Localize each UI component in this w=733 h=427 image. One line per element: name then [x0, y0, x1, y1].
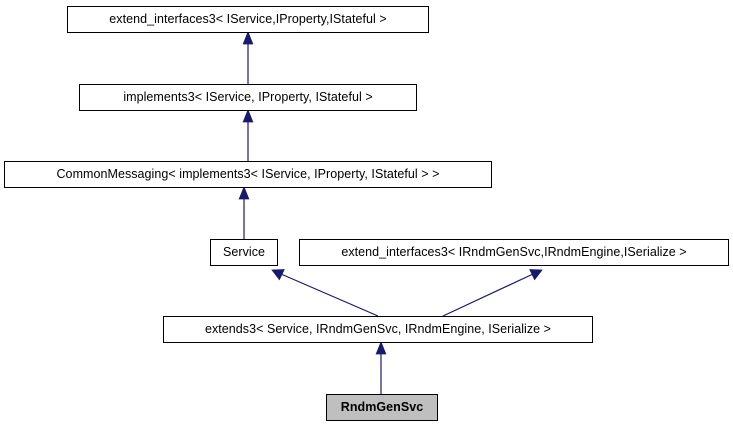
edge-implements3-to-extend-interfaces3-service	[242, 30, 254, 84]
edge-commonmessaging-to-implements3	[242, 108, 254, 161]
edge-extends3-to-extend-interfaces3-rndm	[442, 269, 543, 317]
node-extends3[interactable]: extends3< Service, IRndmGenSvc, IRndmEng…	[163, 316, 593, 343]
node-service[interactable]: Service	[210, 239, 278, 266]
node-label: CommonMessaging< implements3< IService, …	[56, 167, 440, 182]
node-label: Service	[222, 245, 266, 260]
node-label: RndmGenSvc	[340, 400, 424, 415]
node-label: extend_interfaces3< IService,IProperty,I…	[109, 12, 387, 27]
node-implements3[interactable]: implements3< IService, IProperty, IState…	[79, 84, 417, 111]
node-extend-interfaces3-rndm[interactable]: extend_interfaces3< IRndmGenSvc,IRndmEng…	[299, 239, 729, 266]
edge-rndmgensvc-to-extends3	[375, 340, 387, 394]
node-rndmgensvc[interactable]: RndmGenSvc	[326, 394, 438, 421]
edge-service-to-commonmessaging	[238, 185, 250, 239]
node-label: extends3< Service, IRndmGenSvc, IRndmEng…	[204, 322, 552, 337]
node-label: extend_interfaces3< IRndmGenSvc,IRndmEng…	[341, 245, 687, 260]
node-label: implements3< IService, IProperty, IState…	[123, 90, 373, 105]
edge-extends3-to-service	[271, 269, 379, 317]
node-extend-interfaces3-service[interactable]: extend_interfaces3< IService,IProperty,I…	[67, 6, 429, 33]
node-commonmessaging[interactable]: CommonMessaging< implements3< IService, …	[4, 161, 492, 188]
